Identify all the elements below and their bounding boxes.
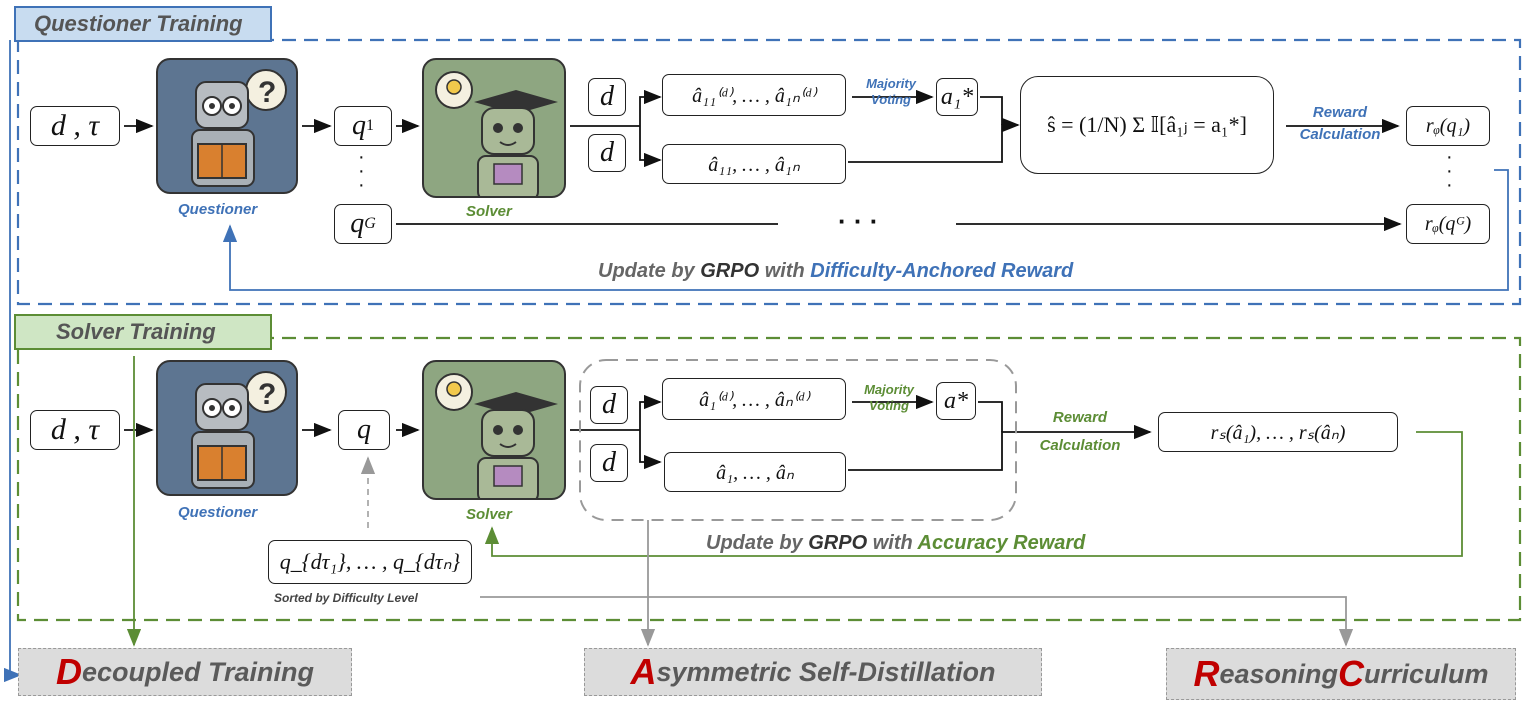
solver-reward-output-box: rₛ(â₁), … , rₛ(âₙ) xyxy=(1158,412,1398,452)
questioner-label: Questioner xyxy=(178,201,258,218)
solver-a-star-box: a* xyxy=(936,382,976,420)
solver-input-doc-tau-box: d , τ xyxy=(30,410,120,450)
robot-icon: ? xyxy=(191,69,287,187)
robot-icon xyxy=(435,373,558,498)
reward-calculation-label: Reward Calculation xyxy=(1299,104,1381,143)
answers-no-doc-box: â₁₁, … , â₁ₙ xyxy=(662,144,846,184)
majority-voting-label: Majority Voting xyxy=(866,76,916,107)
solver-majority-voting-label: Majority Voting xyxy=(864,382,914,413)
robot-icon: ? xyxy=(191,371,287,489)
sorted-caption: Sorted by Difficulty Level xyxy=(274,591,418,605)
vertical-dots-reward: ··· xyxy=(1446,146,1453,196)
solver-training-tag: Solver Training xyxy=(14,314,272,350)
solver-reward-calculation-label: Reward Calculation xyxy=(1039,409,1121,454)
solver-update-caption: Update by GRPO with Accuracy Reward xyxy=(706,532,1086,554)
input-doc-tau-box: d , τ xyxy=(30,106,120,146)
solver-no-doc-box: d xyxy=(590,444,628,482)
questioner-update-caption: Update by GRPO with Difficulty-Anchored … xyxy=(598,260,1074,282)
reward-qG-box: rᵩ(qᴳ) xyxy=(1406,204,1490,244)
svg-text:?: ? xyxy=(258,76,276,109)
solver-section-solver-label: Solver xyxy=(466,506,512,523)
doc-box: d xyxy=(588,78,626,116)
solver-robot-image xyxy=(422,58,566,198)
answers-with-doc-box: â₁₁⁽ᵈ⁾, … , â₁ₙ⁽ᵈ⁾ xyxy=(662,74,846,116)
solver-section-questioner-robot: ? xyxy=(156,360,298,496)
solver-answers-no-doc-box: â₁, … , âₙ xyxy=(664,452,846,492)
solver-section-questioner-label: Questioner xyxy=(178,504,258,521)
svg-text:?: ? xyxy=(258,378,276,411)
solver-doc-box: d xyxy=(590,386,628,424)
robot-icon xyxy=(435,71,558,196)
questioner-training-tag: Questioner Training xyxy=(14,6,272,42)
reward-q1-box: rᵩ(q₁) xyxy=(1406,106,1490,146)
no-doc-box: d xyxy=(588,134,626,172)
a-star-box: a₁* xyxy=(936,78,978,116)
ellipsis-dots: · · · xyxy=(838,206,879,236)
questioner-training-title: Questioner Training xyxy=(34,11,243,36)
vertical-dots-q: ··· xyxy=(358,146,365,196)
curriculum-questions-box: q_{dτ₁}, … , q_{dτₙ} xyxy=(268,540,472,584)
score-formula-box: ŝ = (1/N) Σ 𝕀[â₁ⱼ = a₁*] xyxy=(1020,76,1274,174)
q-box: q xyxy=(338,410,390,450)
solver-training-title: Solver Training xyxy=(56,319,216,344)
solver-section-solver-robot xyxy=(422,360,566,500)
solver-label: Solver xyxy=(466,203,512,220)
questioner-robot-image: ? xyxy=(156,58,298,194)
solver-answers-with-doc-box: â₁⁽ᵈ⁾, … , âₙ⁽ᵈ⁾ xyxy=(662,378,846,420)
